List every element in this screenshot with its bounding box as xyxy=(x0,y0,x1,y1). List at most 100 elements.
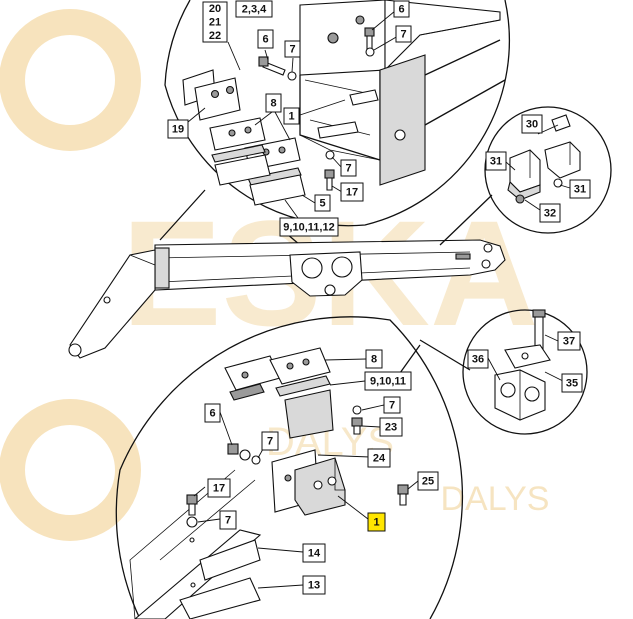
callout-number: 14 xyxy=(308,548,321,560)
callout-7-mid: 7 xyxy=(395,25,412,43)
callout-number: 8 xyxy=(270,98,276,110)
callout-number: 1 xyxy=(288,111,294,123)
callout-box xyxy=(557,331,581,351)
callout-box xyxy=(261,431,279,451)
callout-number: 36 xyxy=(472,354,484,366)
callout-labels: 2021222,3,46677811971759,10,11,123031313… xyxy=(167,0,591,595)
callout-number: 24 xyxy=(373,453,386,465)
callout-box xyxy=(367,512,386,532)
callout-box xyxy=(302,543,326,563)
callout-31-right: 31 xyxy=(569,179,591,199)
callout-14: 14 xyxy=(302,543,326,563)
main-arm xyxy=(68,239,506,359)
watermark-sub-text-2: DALYS xyxy=(441,480,550,518)
callout-box xyxy=(485,151,507,171)
callout-24: 24 xyxy=(367,448,391,468)
callout-32: 32 xyxy=(539,203,561,223)
callout-box xyxy=(521,114,543,134)
callout-13: 13 xyxy=(302,575,326,595)
callout-number: 6 xyxy=(209,408,215,420)
callout-number: 6 xyxy=(262,34,268,46)
callout-5: 5 xyxy=(314,194,331,212)
callout-number: 35 xyxy=(566,378,578,390)
callout-box xyxy=(314,194,331,212)
callout-6-mid: 6 xyxy=(393,0,410,18)
callout-box xyxy=(383,396,401,414)
callout-7-bottom-c: 7 xyxy=(219,510,237,530)
callout-2-3-4: 2,3,4 xyxy=(235,0,273,18)
callout-8-bottom: 8 xyxy=(365,349,383,369)
callout-17-top: 17 xyxy=(340,182,364,202)
callout-35: 35 xyxy=(561,373,583,393)
callout-box xyxy=(393,0,410,18)
callout-number: 17 xyxy=(346,187,358,199)
callout-box xyxy=(167,119,189,139)
callout-number: 9,10,11 xyxy=(370,376,406,388)
callout-number: 7 xyxy=(345,163,351,175)
callout-7-bottom-b: 7 xyxy=(261,431,279,451)
watermark-gear-icon xyxy=(0,9,141,151)
callout-number: 23 xyxy=(385,422,397,434)
callout-box xyxy=(207,478,231,498)
callout-7-top: 7 xyxy=(284,40,301,58)
callout-number: 1 xyxy=(373,517,379,529)
callout-31-left: 31 xyxy=(485,151,507,171)
callout-6-top: 6 xyxy=(257,29,274,49)
callout-number: 13 xyxy=(308,580,320,592)
callout-number: 7 xyxy=(389,400,395,412)
callout-number: 2,3,4 xyxy=(242,4,267,16)
callout-number: 7 xyxy=(267,436,273,448)
callout-number: 8 xyxy=(371,354,377,366)
callout-box xyxy=(569,179,591,199)
callout-number: 21 xyxy=(209,17,221,29)
callout-number: 7 xyxy=(289,44,295,56)
callout-8-top: 8 xyxy=(265,93,282,113)
callout-box xyxy=(367,448,391,468)
callout-9-10-11: 9,10,11 xyxy=(364,371,412,391)
callout-box xyxy=(365,349,383,369)
callout-number: 9,10,11,12 xyxy=(283,222,334,234)
callout-number: 30 xyxy=(526,119,538,131)
callout-box xyxy=(257,29,274,49)
callout-number: 22 xyxy=(209,30,221,42)
callout-number: 32 xyxy=(544,208,556,220)
callout-7-bottom-a: 7 xyxy=(383,396,401,414)
callout-box xyxy=(561,373,583,393)
callout-box xyxy=(202,1,228,43)
callout-1-top: 1 xyxy=(283,107,300,125)
callout-25: 25 xyxy=(417,471,439,491)
callout-box xyxy=(340,182,364,202)
callout-9-10-11-12: 9,10,11,12 xyxy=(279,217,339,237)
callout-30: 30 xyxy=(521,114,543,134)
callout-box xyxy=(467,349,489,369)
callout-box xyxy=(204,403,221,423)
bottom-detail-view xyxy=(115,316,464,619)
callout-box xyxy=(340,159,357,177)
callout-23: 23 xyxy=(379,417,403,437)
callout-box xyxy=(265,93,282,113)
callout-box xyxy=(302,575,326,595)
callout-number: 31 xyxy=(574,184,586,196)
watermark-gear-icon-2 xyxy=(0,399,141,541)
callout-number: 19 xyxy=(172,124,184,136)
callout-37: 37 xyxy=(557,331,581,351)
callout-7-top2: 7 xyxy=(340,159,357,177)
callout-number: 6 xyxy=(398,4,404,16)
callout-box xyxy=(219,510,237,530)
callout-box xyxy=(235,0,273,18)
callout-box xyxy=(283,107,300,125)
callout-box xyxy=(279,217,339,237)
callout-17-bottom: 17 xyxy=(207,478,231,498)
callout-number: 25 xyxy=(422,476,434,488)
callout-36: 36 xyxy=(467,349,489,369)
callout-1-bottom: 1 xyxy=(367,512,386,532)
callout-box xyxy=(364,371,412,391)
callout-box xyxy=(284,40,301,58)
callout-number: 20 xyxy=(209,3,221,15)
callout-number: 31 xyxy=(490,156,502,168)
block-detail-view xyxy=(419,309,588,435)
callout-number: 37 xyxy=(563,336,575,348)
callout-box xyxy=(395,25,412,43)
callout-19: 19 xyxy=(167,119,189,139)
